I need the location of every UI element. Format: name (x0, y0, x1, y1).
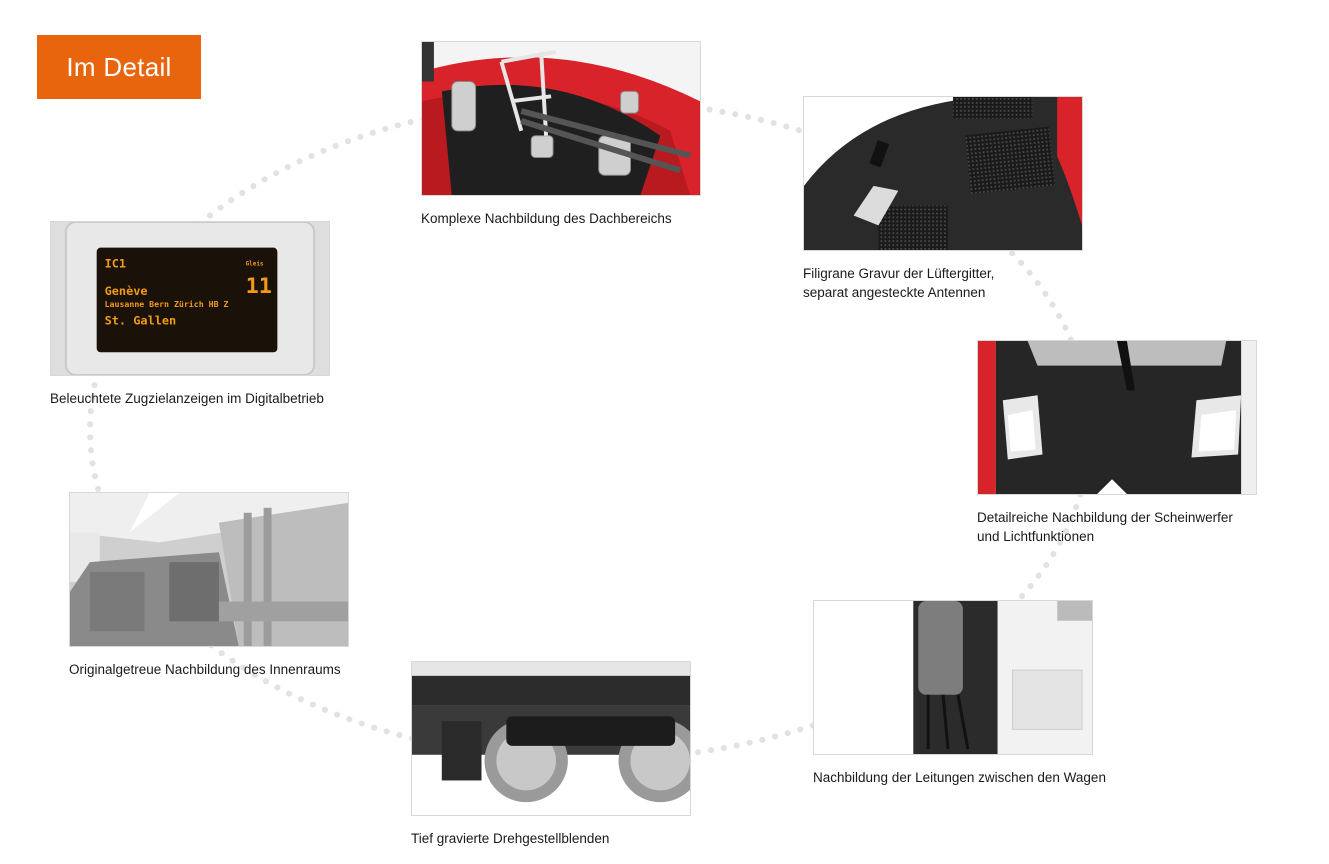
display-origin: St. Gallen (105, 314, 177, 328)
detail-card-couplings: Nachbildung der Leitungen zwischen den W… (813, 600, 1106, 787)
headlights-photo (977, 340, 1257, 495)
section-title-badge: Im Detail (37, 35, 201, 99)
detail-card-roof: Komplexe Nachbildung des Dachbereichs (421, 41, 701, 228)
bogie-photo (411, 661, 691, 816)
roof-photo (421, 41, 701, 196)
detail-caption-vents: Filigrane Gravur der Lüftergitter, separ… (803, 266, 995, 300)
detail-caption-couplings: Nachbildung der Leitungen zwischen den W… (813, 770, 1106, 785)
display-destination: Genève (105, 284, 148, 298)
detail-card-vents: Filigrane Gravur der Lüftergitter, separ… (803, 96, 1083, 302)
interior-photo (69, 492, 349, 647)
display-track: 11 (246, 274, 272, 299)
detail-card-headlights: Detailreiche Nachbildung der Scheinwerfe… (977, 340, 1257, 546)
detail-caption-headlights: Detailreiche Nachbildung der Scheinwerfe… (977, 510, 1233, 544)
detail-caption-bogie: Tief gravierte Drehgestellblenden (411, 831, 610, 846)
detail-caption-interior: Originalgetreue Nachbildung des Innenrau… (69, 662, 341, 677)
detail-card-bogie: Tief gravierte Drehgestellblenden (411, 661, 691, 848)
display-via: Lausanne Bern Zürich HB Z (105, 299, 229, 309)
detail-caption-roof: Komplexe Nachbildung des Dachbereichs (421, 211, 672, 226)
section-title: Im Detail (66, 51, 172, 82)
display-track-label: Gleis (246, 260, 264, 267)
detail-caption-destination-display: Beleuchtete Zugzielanzeigen im Digitalbe… (50, 391, 324, 406)
vents-photo (803, 96, 1083, 251)
detail-card-destination-display: IC1 Gleis 11 Genève Lausanne Bern Zürich… (50, 221, 330, 408)
display-line: IC1 (105, 256, 126, 270)
destination-display-photo: IC1 Gleis 11 Genève Lausanne Bern Zürich… (50, 221, 330, 376)
detail-card-interior: Originalgetreue Nachbildung des Innenrau… (69, 492, 349, 679)
couplings-photo (813, 600, 1093, 755)
